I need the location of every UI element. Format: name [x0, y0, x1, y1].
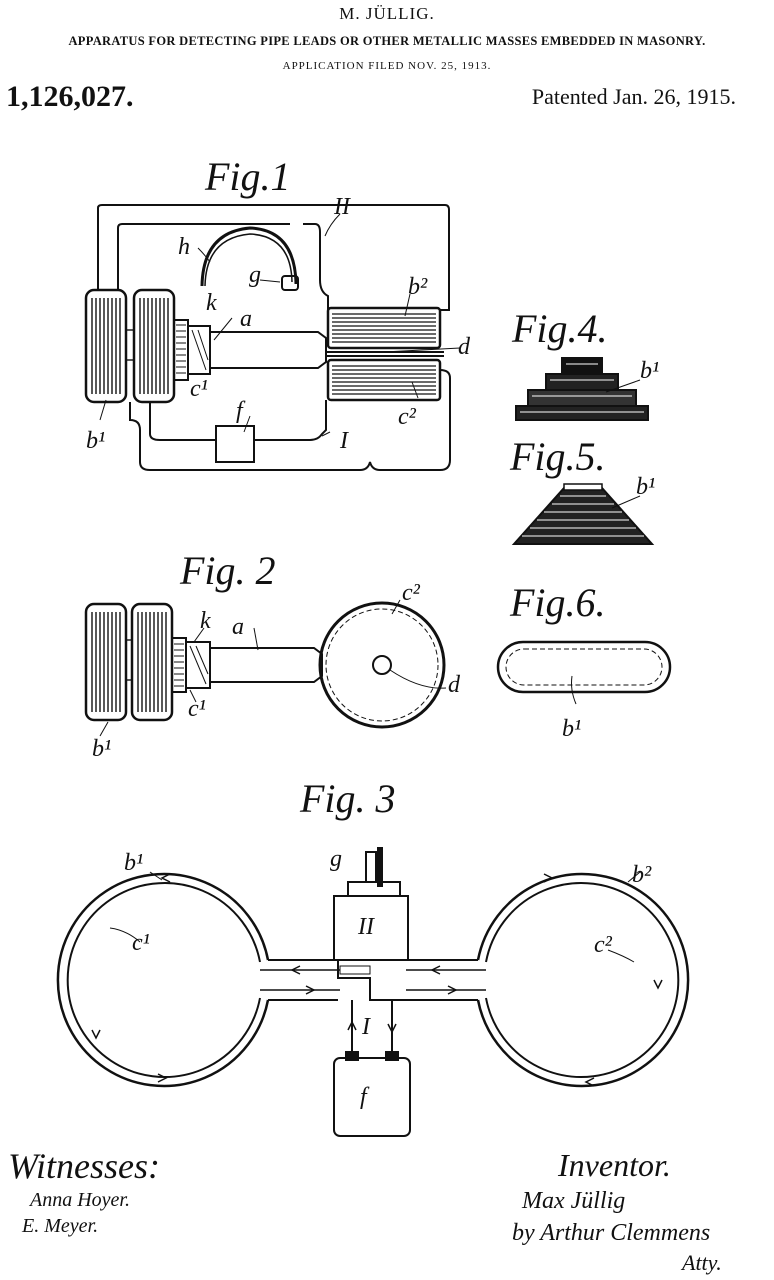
witness-1-signature: Anna Hoyer.: [28, 1189, 130, 1211]
ref-a-fig1: a: [240, 306, 252, 332]
ref-c1-fig1: c¹: [190, 376, 208, 402]
fig4-drawing: [515, 357, 649, 421]
ref-g-fig1: g: [249, 262, 261, 288]
witness-2-signature: E. Meyer.: [21, 1215, 98, 1237]
ref-I-fig3: I: [361, 1014, 371, 1040]
ref-b1-fig4: b¹: [640, 358, 659, 384]
ref-II-fig1: II: [333, 194, 351, 220]
ref-b2-fig3: b²: [632, 862, 652, 888]
ref-b1-fig6: b¹: [562, 716, 581, 742]
inventor-label: Inventor.: [557, 1147, 671, 1183]
ref-c2-fig2: c²: [402, 580, 421, 606]
fig3-drawing: [56, 847, 690, 1137]
ref-b2-fig1: b²: [408, 274, 428, 300]
application-filed: APPLICATION FILED NOV. 25, 1913.: [282, 60, 492, 72]
ref-b1-fig2: b¹: [92, 736, 111, 762]
witnesses-label: Witnesses:: [8, 1146, 160, 1186]
ref-d-fig2: d: [448, 672, 461, 698]
ref-b1-fig1: b¹: [86, 428, 105, 454]
fig5-label: Fig.5.: [509, 434, 606, 479]
inventor-name: M. JÜLLIG.: [339, 4, 435, 23]
ref-g-fig3: g: [330, 846, 342, 872]
ref-c2-fig1: c²: [398, 404, 417, 430]
fig4-label: Fig.4.: [511, 306, 608, 351]
ref-b1-fig5: b¹: [636, 474, 655, 500]
attorney-signature: by Arthur Clemmens: [512, 1220, 710, 1246]
ref-h: h: [178, 234, 190, 260]
inventor-signature: Max Jüllig: [521, 1188, 625, 1214]
ref-I-fig1: I: [339, 428, 349, 454]
ref-c1-fig3: c¹: [132, 930, 150, 956]
ref-f-fig3: f: [360, 1084, 370, 1110]
ref-c1-fig2: c¹: [188, 696, 206, 722]
patented-date: Patented Jan. 26, 1915.: [531, 84, 736, 109]
fig3-label: Fig. 3: [299, 776, 396, 821]
ref-k-fig1: k: [206, 290, 217, 316]
fig1-drawing: [84, 204, 461, 471]
fig2-drawing: [84, 599, 447, 737]
ref-f-fig1: f: [236, 398, 246, 424]
ref-c2-fig3: c²: [594, 932, 613, 958]
fig2-label: Fig. 2: [179, 548, 276, 593]
fig6-label: Fig.6.: [509, 580, 606, 625]
attorney-label: Atty.: [680, 1250, 722, 1275]
patent-title: APPARATUS FOR DETECTING PIPE LEADS OR OT…: [68, 34, 706, 48]
fig1-label: Fig.1: [204, 154, 291, 199]
fig5-drawing: [511, 483, 655, 545]
ref-a-fig2: a: [232, 614, 244, 640]
ref-d-fig1: d: [458, 334, 471, 360]
ref-b1-fig3: b¹: [124, 850, 143, 876]
ref-II-fig3: II: [357, 914, 375, 940]
patent-number: 1,126,027.: [6, 80, 134, 113]
fig6-drawing: [496, 640, 672, 705]
ref-k-fig2: k: [200, 608, 211, 634]
